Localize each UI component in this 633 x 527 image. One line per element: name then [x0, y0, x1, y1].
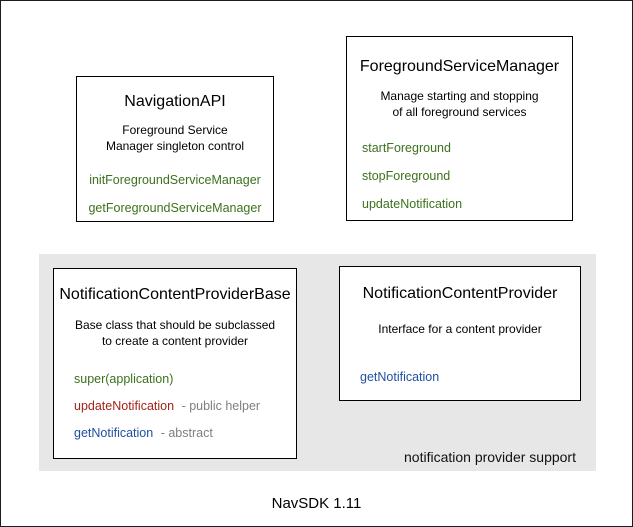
- method-getForegroundServiceManager: getForegroundServiceManager: [77, 202, 273, 215]
- method-name: getNotification: [360, 370, 440, 384]
- method-initForegroundServiceManager: initForegroundServiceManager: [77, 174, 273, 187]
- method-updateNotification: updateNotification - public helper: [74, 400, 296, 413]
- method-getNotification: getNotification - abstract: [74, 427, 296, 440]
- notification-content-provider-box: NotificationContentProvider Interface fo…: [339, 266, 581, 401]
- method-name: initForegroundServiceManager: [89, 173, 261, 187]
- method-list: initForegroundServiceManager getForegrou…: [77, 174, 273, 215]
- method-name: updateNotification: [362, 197, 463, 211]
- method-stopForeground: stopForeground: [362, 170, 572, 183]
- method-list: getNotification: [340, 371, 580, 384]
- foreground-service-manager-box: ForegroundServiceManager Manage starting…: [346, 36, 573, 221]
- method-getNotification: getNotification: [360, 371, 580, 384]
- method-name: updateNotification: [74, 399, 175, 413]
- method-name: getForegroundServiceManager: [88, 201, 262, 215]
- box-subtitle: Foreground Service Manager singleton con…: [105, 123, 245, 153]
- method-name: getNotification: [74, 426, 154, 440]
- navigation-api-box: NavigationAPI Foreground Service Manager…: [76, 76, 274, 222]
- box-title: NavigationAPI: [124, 93, 226, 110]
- method-name: stopForeground: [362, 169, 451, 183]
- method-annotation: - abstract: [160, 426, 213, 440]
- box-title: ForegroundServiceManager: [359, 58, 560, 75]
- method-annotation: - public helper: [181, 399, 261, 413]
- box-title: NotificationContentProviderBase: [59, 286, 291, 303]
- method-startForeground: startForeground: [362, 142, 572, 155]
- method-updateNotification: updateNotification: [362, 198, 572, 211]
- method-list: startForeground stopForeground updateNot…: [347, 142, 572, 211]
- box-subtitle: Manage starting and stopping of all fore…: [380, 89, 539, 119]
- sdk-version-caption: NavSDK 1.11: [271, 495, 362, 512]
- method-name: super(application): [74, 372, 174, 386]
- method-list: super(application) updateNotification - …: [54, 373, 296, 440]
- box-subtitle: Base class that should be subclassed to …: [74, 318, 276, 348]
- notification-content-provider-base-box: NotificationContentProviderBase Base cla…: [53, 268, 297, 459]
- method-super-application: super(application): [74, 373, 296, 386]
- box-title: NotificationContentProvider: [362, 285, 558, 302]
- group-label: notification provider support: [404, 449, 576, 465]
- box-subtitle: Interface for a content provider: [378, 322, 542, 336]
- method-name: startForeground: [362, 141, 451, 155]
